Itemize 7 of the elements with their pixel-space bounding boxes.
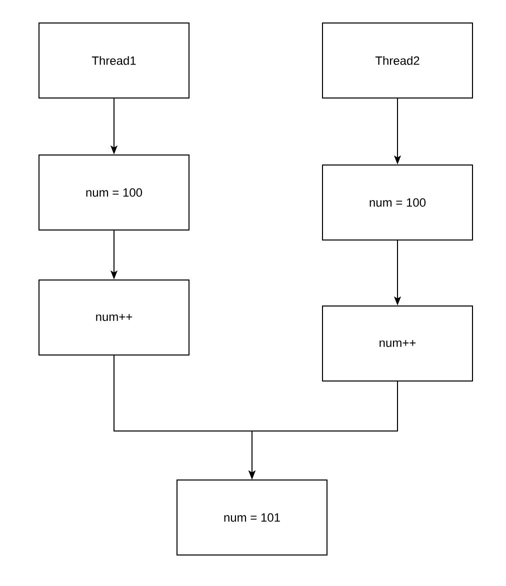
process-box: num++ [38,280,190,356]
process-box: num++ [322,306,473,382]
process-box: num = 101 [176,480,328,556]
process-box: Thread1 [38,22,190,98]
process-box: num = 100 [322,164,473,240]
process-box: Thread2 [322,22,473,98]
process-box: num = 100 [38,154,190,230]
